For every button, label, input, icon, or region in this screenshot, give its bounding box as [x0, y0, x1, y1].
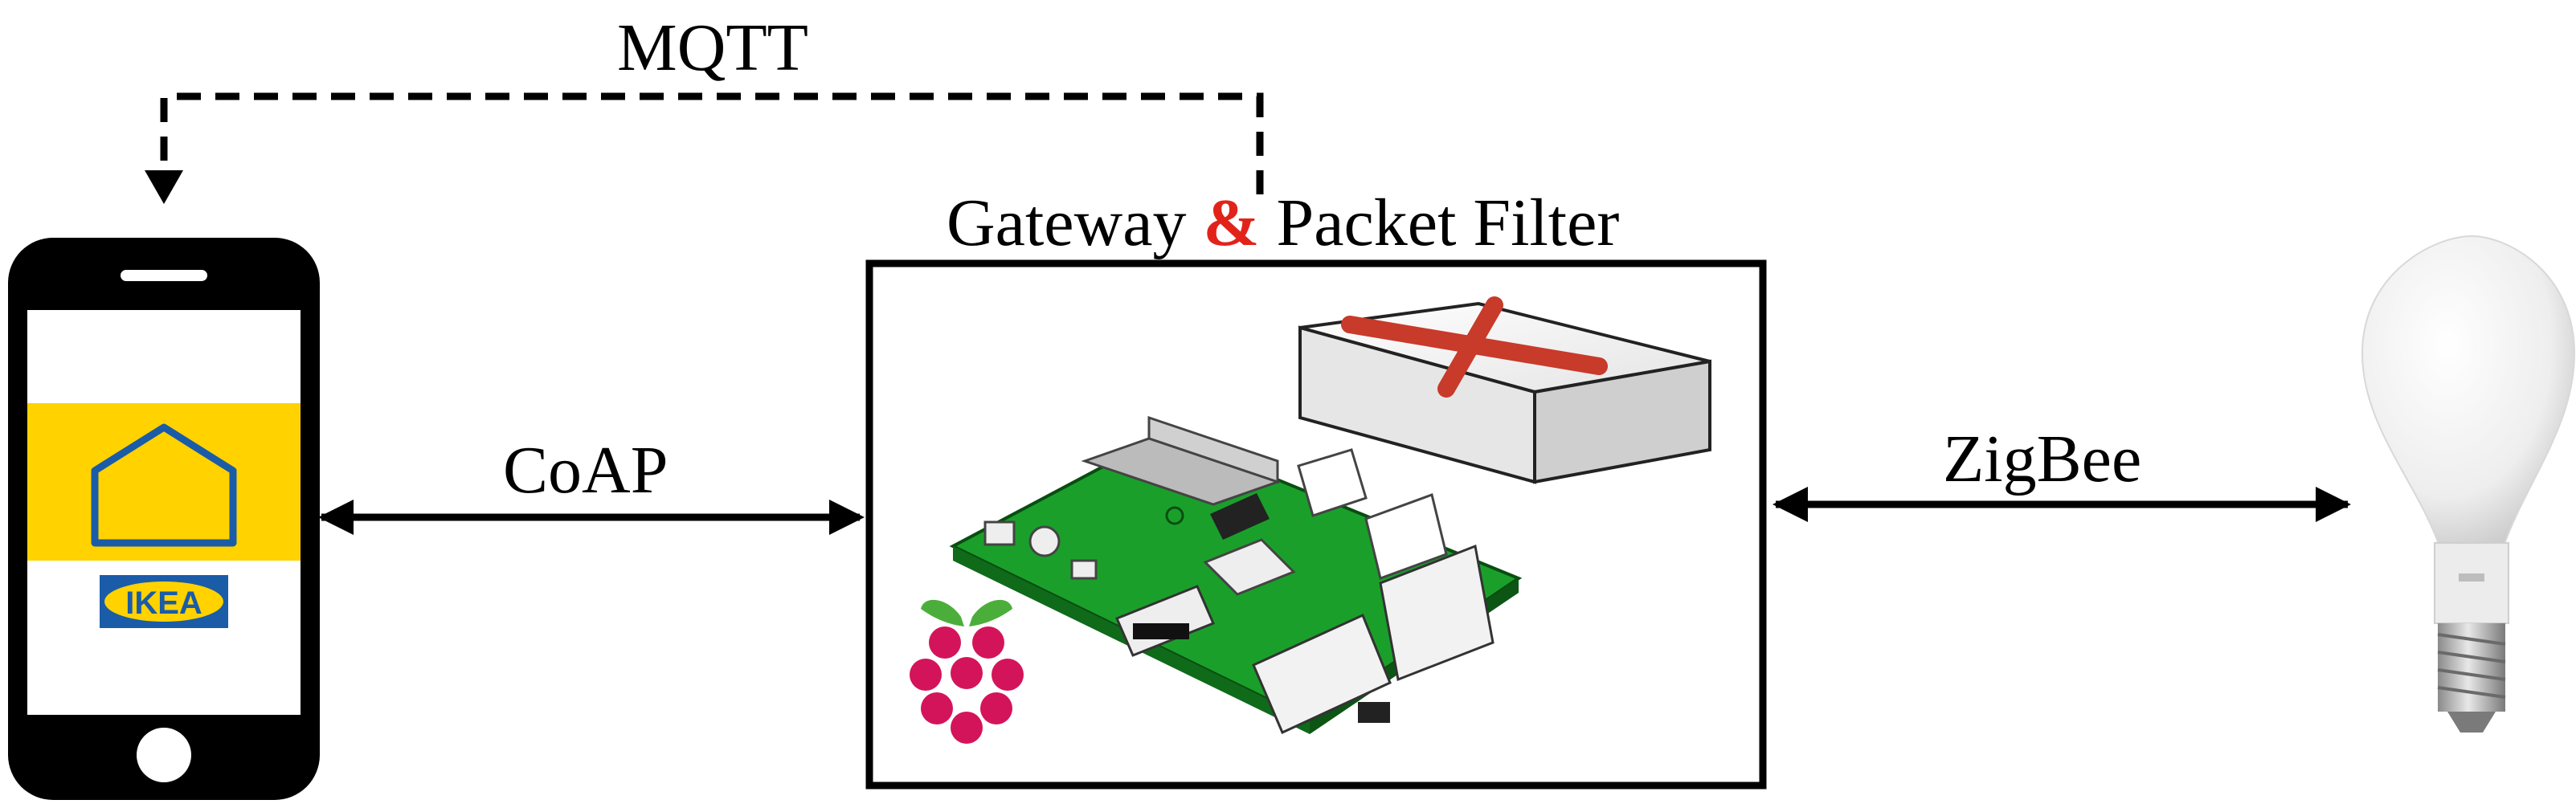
raspberry-pi-board-icon	[949, 415, 1523, 735]
firewall-box-icon	[1298, 296, 1711, 484]
mqtt-connection-arrow	[145, 92, 1264, 204]
gateway-title-part2: Packet Filter	[1276, 186, 1620, 260]
raspberry-logo-icon	[910, 599, 1024, 744]
gateway-title-part1: Gateway	[947, 186, 1187, 260]
gateway-title-ampersand: &	[1203, 186, 1260, 260]
mqtt-label: MQTT	[617, 10, 808, 85]
cross-mark	[1341, 296, 1608, 398]
smartphone-icon: IKEA	[8, 238, 320, 800]
house-icon	[91, 423, 237, 547]
coap-label: CoAP	[503, 433, 669, 508]
light-bulb-icon	[2361, 235, 2576, 733]
ikea-logo: IKEA	[100, 575, 228, 628]
coap-connection-arrow	[318, 500, 865, 535]
gateway-title: Gateway & Packet Filter	[947, 190, 1619, 257]
zigbee-label: ZigBee	[1943, 422, 2142, 496]
svg-text:IKEA: IKEA	[125, 586, 202, 621]
zigbee-connection-arrow	[1773, 487, 2351, 522]
